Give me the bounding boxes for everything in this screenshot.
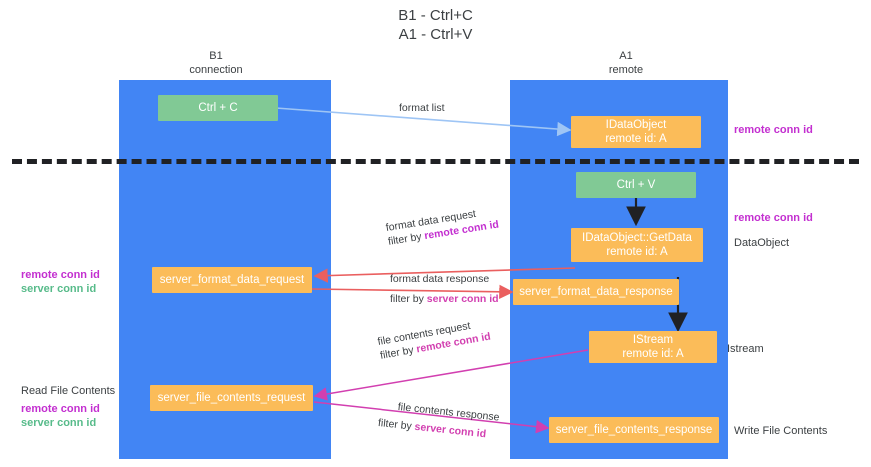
- edge-label-format-list-text: format list: [399, 102, 445, 114]
- page-title: B1 - Ctrl+C A1 - Ctrl+V: [0, 6, 871, 44]
- node-getdata[interactable]: IDataObject::GetData remote id: A: [571, 228, 703, 262]
- annotation-right-remote-conn-id-mid: remote conn id: [734, 212, 813, 224]
- edge-label-file-contents-request: file contents request filter by remote c…: [377, 316, 492, 363]
- annotation-right-istream: Istream: [727, 343, 764, 355]
- column-header-a1-line1: A1: [619, 50, 633, 62]
- node-server-file-contents-response-label: server_file_contents_response: [555, 424, 713, 436]
- node-server-file-contents-request[interactable]: server_file_contents_request: [150, 385, 313, 411]
- annotation-left-server-conn-id-mid: server conn id: [21, 283, 97, 295]
- section-divider: [12, 159, 859, 164]
- edge-label-format-data-response-filter: filter by server conn id: [390, 292, 499, 306]
- node-server-format-data-response-label: server_format_data_response: [519, 286, 673, 298]
- node-server-file-contents-request-label: server_file_contents_request: [157, 392, 306, 404]
- page-title-line-1: B1 - Ctrl+C: [398, 7, 473, 24]
- node-istream-line2: remote id: A: [622, 348, 684, 360]
- column-header-a1-line2: remote: [608, 64, 644, 76]
- column-header-b1-line1: B1: [209, 50, 223, 62]
- node-istream-line1: IStream: [632, 334, 674, 346]
- node-idataobject-line2: remote id: A: [605, 133, 667, 145]
- node-idataobject[interactable]: IDataObject remote id: A: [571, 116, 701, 148]
- annotation-right-dataobject: DataObject: [734, 237, 790, 249]
- page-title-line-2: A1 - Ctrl+V: [398, 26, 473, 43]
- node-server-format-data-request-label: server_format_data_request: [159, 274, 305, 286]
- annotation-left-server-conn-id-bot: server conn id: [21, 417, 97, 429]
- node-getdata-line2: remote id: A: [606, 246, 668, 258]
- edge-label-file-contents-response: file contents response filter by server …: [377, 398, 500, 442]
- node-server-format-data-request[interactable]: server_format_data_request: [152, 267, 312, 293]
- annotation-right-remote-conn-id-top: remote conn id: [734, 124, 813, 136]
- node-ctrl-v-line1: Ctrl + V: [616, 179, 656, 191]
- edge-label-format-list: format list: [399, 101, 445, 115]
- node-server-file-contents-response[interactable]: server_file_contents_response: [549, 417, 719, 443]
- filter-key-server-conn-id: server conn id: [426, 293, 499, 305]
- node-ctrl-c[interactable]: Ctrl + C: [158, 95, 278, 121]
- node-getdata-line1: IDataObject::GetData: [582, 232, 692, 244]
- edge-label-format-data-request: format data request filter by remote con…: [385, 204, 500, 249]
- node-server-format-data-response[interactable]: server_format_data_response: [513, 279, 679, 305]
- filter-prefix: filter by: [390, 293, 427, 305]
- annotation-left-remote-conn-id-mid: remote conn id: [21, 269, 100, 281]
- filter-key-server-conn-id: server conn id: [413, 420, 487, 441]
- column-header-a1: A1 remote: [526, 49, 726, 77]
- annotation-right-write-file-contents: Write File Contents: [734, 425, 828, 437]
- edge-label-format-data-response: format data response filter by server co…: [390, 272, 499, 306]
- node-idataobject-line1: IDataObject: [605, 119, 667, 131]
- node-ctrl-c-line1: Ctrl + C: [198, 102, 238, 114]
- edge-label-format-data-response-text: format data response: [390, 273, 490, 285]
- filter-prefix: filter by: [377, 416, 416, 433]
- column-header-b1-line2: connection: [189, 64, 243, 76]
- node-istream[interactable]: IStream remote id: A: [589, 331, 717, 363]
- column-header-b1: B1 connection: [116, 49, 316, 77]
- annotation-left-remote-conn-id-bot: remote conn id: [21, 403, 100, 415]
- node-ctrl-v[interactable]: Ctrl + V: [576, 172, 696, 198]
- annotation-left-read-file-contents: Read File Contents: [21, 385, 116, 397]
